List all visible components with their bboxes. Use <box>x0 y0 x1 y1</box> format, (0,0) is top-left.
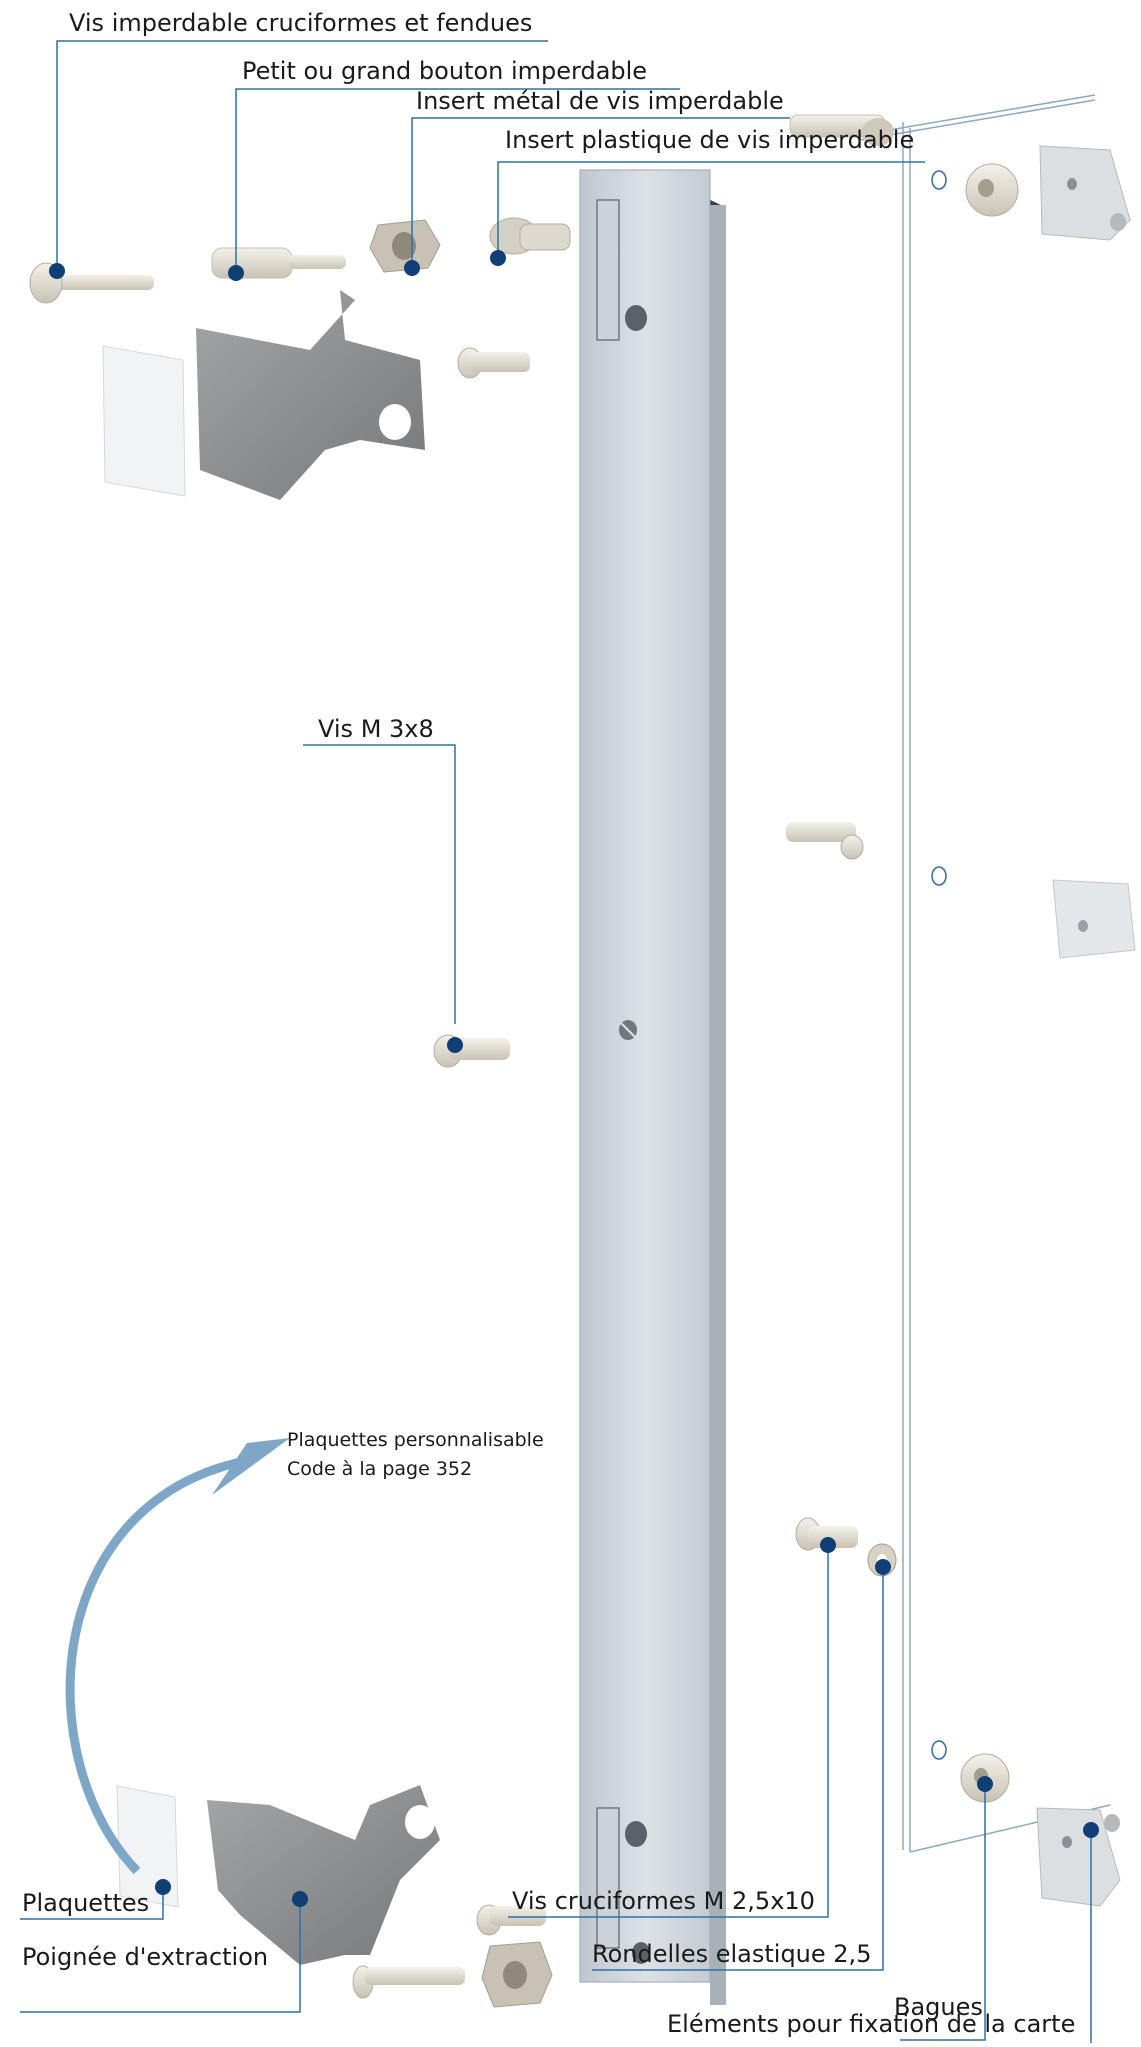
label-knob: Petit ou grand bouton imperdable <box>242 57 648 85</box>
ring-top <box>965 163 1019 217</box>
dot-captive-screws <box>49 263 65 279</box>
label-cross-screws: Vis cruciformes M 2,5x10 <box>512 1887 815 1915</box>
leader-dots <box>49 250 1099 1907</box>
label-plastic-insert: Insert plastique de vis imperdable <box>505 126 915 154</box>
dot-screw-m3x8 <box>447 1037 463 1053</box>
label-captive-screws: Vis imperdable cruciformes et fendues <box>69 9 533 37</box>
screw-top-mid <box>457 347 530 379</box>
fixing-element-middle <box>1052 879 1136 959</box>
screw-bottom-right-of-handle <box>476 1904 546 1936</box>
metal-insert <box>369 219 441 273</box>
dot-plastic-insert <box>490 250 506 266</box>
captive-screw-top <box>29 262 154 304</box>
dot-metal-insert <box>404 260 420 276</box>
label-screw-m3x8: Vis M 3x8 <box>318 715 434 743</box>
dot-plates <box>155 1879 171 1895</box>
dot-cross-screws <box>820 1537 836 1553</box>
dot-knob <box>228 265 244 281</box>
screw-middle-right <box>786 822 864 860</box>
captive-screw-bottom <box>352 1965 465 1999</box>
dot-washers <box>875 1559 891 1575</box>
plastic-insert <box>489 217 571 255</box>
fixing-element-top <box>1039 145 1131 241</box>
custom-plate-bottom <box>116 1785 179 1908</box>
label-extraction-handle: Poignée d'extraction <box>22 1943 269 1971</box>
dot-rings <box>977 1776 993 1792</box>
dot-card-fixing <box>1083 1822 1099 1838</box>
extraction-handle-top <box>196 290 425 500</box>
curved-arrow <box>65 1455 251 1875</box>
fixing-element-bottom <box>1036 1807 1121 1907</box>
front-panel <box>579 169 726 2005</box>
leader-lines <box>20 40 1092 2043</box>
label-custom-plates-line2: Code à la page 352 <box>287 1458 473 1480</box>
screw-m3x8 <box>433 1034 510 1068</box>
card-holes <box>931 170 947 1760</box>
card-outline <box>859 94 1111 1853</box>
arrowhead <box>212 1438 290 1495</box>
label-metal-insert: Insert métal de vis imperdable <box>416 87 784 115</box>
label-card-fixing: Eléments pour fixation de la carte <box>667 2010 1076 2038</box>
custom-plate-top <box>102 345 186 497</box>
label-plates: Plaquettes <box>22 1889 150 1917</box>
label-custom-plates-line1: Plaquettes personnalisable <box>287 1429 544 1451</box>
extraction-handle-bottom <box>207 1785 440 1965</box>
dot-extraction-handle <box>292 1891 308 1907</box>
label-rings: Bagues <box>894 1993 983 2021</box>
insert-bottom <box>481 1941 553 2008</box>
label-washers: Rondelles elastique 2,5 <box>592 1940 872 1968</box>
screw-top-right <box>789 114 894 146</box>
